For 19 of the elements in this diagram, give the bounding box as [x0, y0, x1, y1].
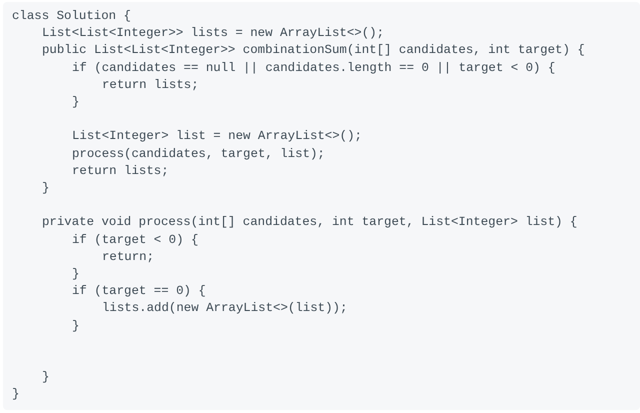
code-line: class Solution {: [12, 9, 131, 24]
code-line: process(candidates, target, list);: [72, 146, 325, 162]
code-line: }: [42, 181, 50, 196]
code-line: }: [12, 387, 20, 402]
code-line: private void process(int[] candidates, int target, List<Integer> list) {: [42, 215, 578, 230]
code-line: }: [72, 318, 80, 334]
code-line: return lists;: [102, 78, 199, 93]
code-line: return lists;: [72, 164, 169, 179]
code-line: List<Integer> list = new ArrayList<>();: [72, 129, 362, 144]
code-line: return;: [102, 250, 154, 265]
code-line: public List<List<Integer>> combinationSum(int[] candidates, int target) {: [42, 43, 585, 58]
code-line: lists.add(new ArrayList<>(list));: [102, 301, 348, 316]
code-line: if (candidates == null || candidates.length == 0 || target < 0) {: [72, 60, 556, 76]
code-line: if (target < 0) {: [72, 232, 198, 248]
code-line: }: [72, 95, 80, 110]
code-line: }: [42, 370, 50, 386]
code-line: }: [72, 267, 80, 282]
code-line: List<List<Integer>> lists = new ArrayList<>();: [42, 26, 384, 42]
code-line: if (target == 0) {: [72, 284, 206, 300]
